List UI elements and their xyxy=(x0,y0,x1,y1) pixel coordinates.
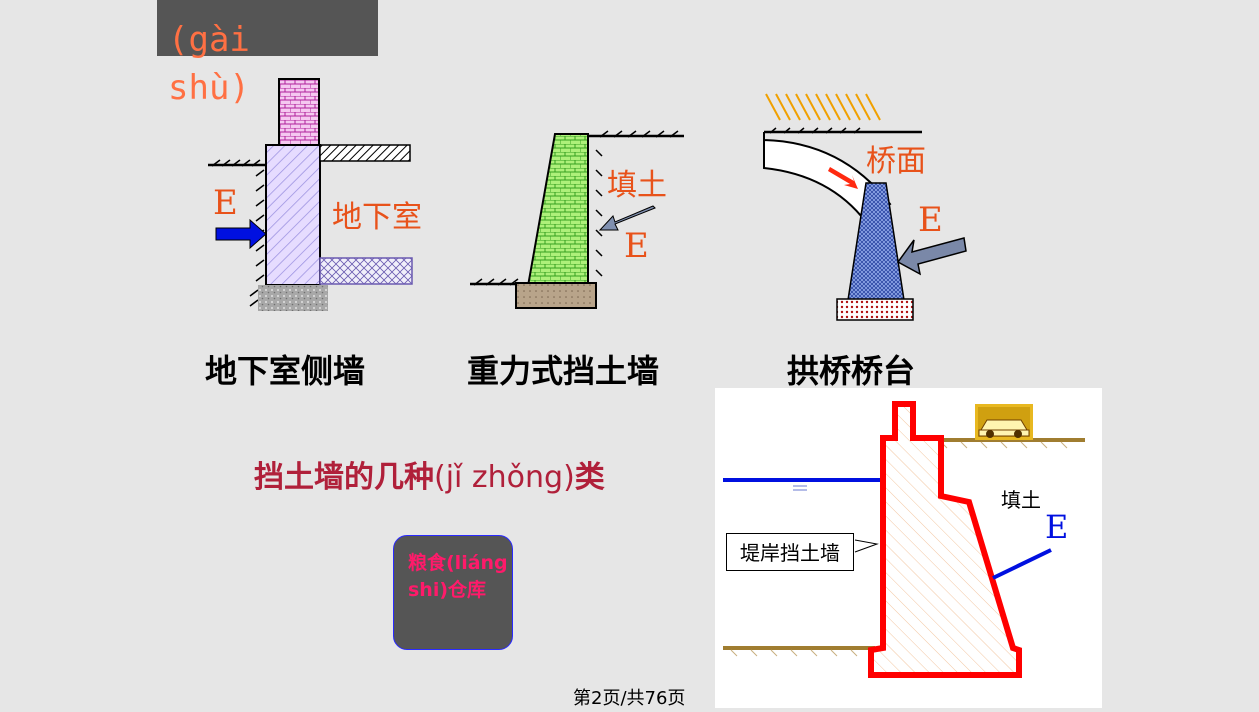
subtitle-pinyin: (jǐ zhǒng) xyxy=(434,460,575,495)
deck-label: 桥面 xyxy=(866,144,926,179)
levee-callout: 堤岸挡土墙 xyxy=(726,533,854,571)
levee-fill-label: 填土 xyxy=(1001,488,1041,512)
e-label-gravity: E xyxy=(624,226,649,266)
caption-basement-wall: 地下室侧墙 xyxy=(205,352,366,390)
levee-e-label: E xyxy=(1045,508,1069,546)
granary-button[interactable]: 粮食(liáng shi)仓库 xyxy=(393,535,513,650)
title-box xyxy=(157,0,378,56)
e-label-basement: E xyxy=(213,183,238,223)
subtitle-end: 类 xyxy=(574,460,605,495)
arch-abutment-figure xyxy=(763,93,967,321)
subtitle-main: 挡土墙的几种 xyxy=(254,460,434,495)
page-number: 第2页/共76页 xyxy=(573,688,686,709)
fill-label: 填土 xyxy=(607,168,667,203)
e-label-arch: E xyxy=(918,200,943,240)
granary-label: 粮食(liáng shi)仓库 xyxy=(408,552,508,601)
subtitle: 挡土墙的几种(jǐ zhǒng)类 xyxy=(254,452,605,496)
caption-gravity-wall: 重力式挡土墙 xyxy=(467,352,660,390)
gravity-wall-figure xyxy=(470,130,684,309)
pinyin-bottom: shù) xyxy=(168,68,250,108)
caption-arch-abutment: 拱桥桥台 xyxy=(787,352,916,390)
basement-room-label: 地下室 xyxy=(332,200,422,235)
basement-wall-figure xyxy=(208,78,413,311)
levee-wall-figure xyxy=(723,401,1085,678)
levee-panel: 填土 E xyxy=(715,388,1102,708)
pinyin-top: (gài xyxy=(168,20,250,60)
